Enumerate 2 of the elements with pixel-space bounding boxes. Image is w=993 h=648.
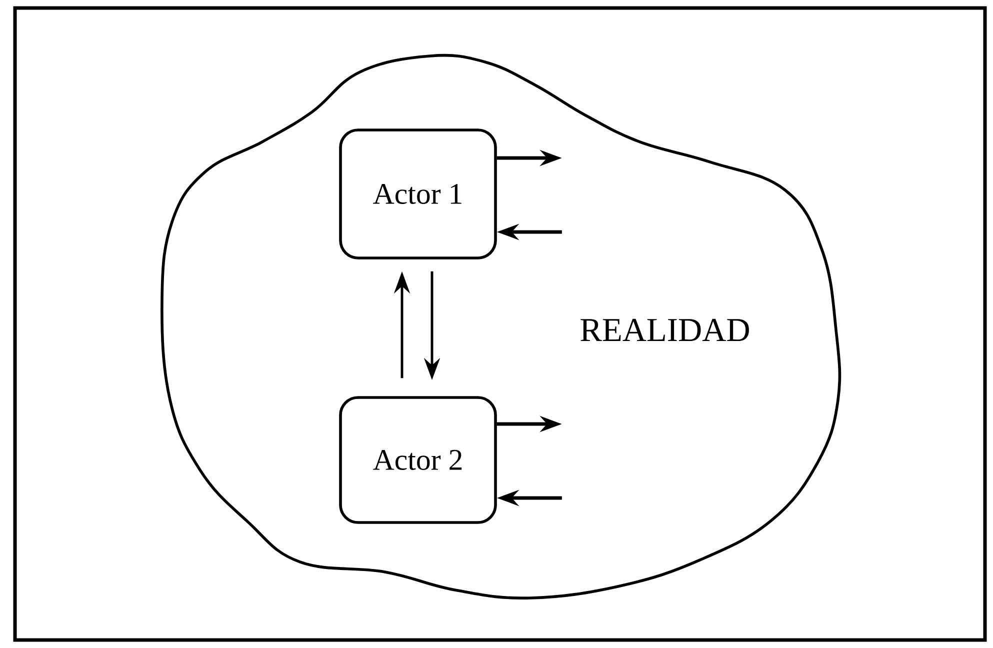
actor-box: Actor 1 xyxy=(339,128,497,260)
actor-box: Actor 2 xyxy=(339,396,497,524)
